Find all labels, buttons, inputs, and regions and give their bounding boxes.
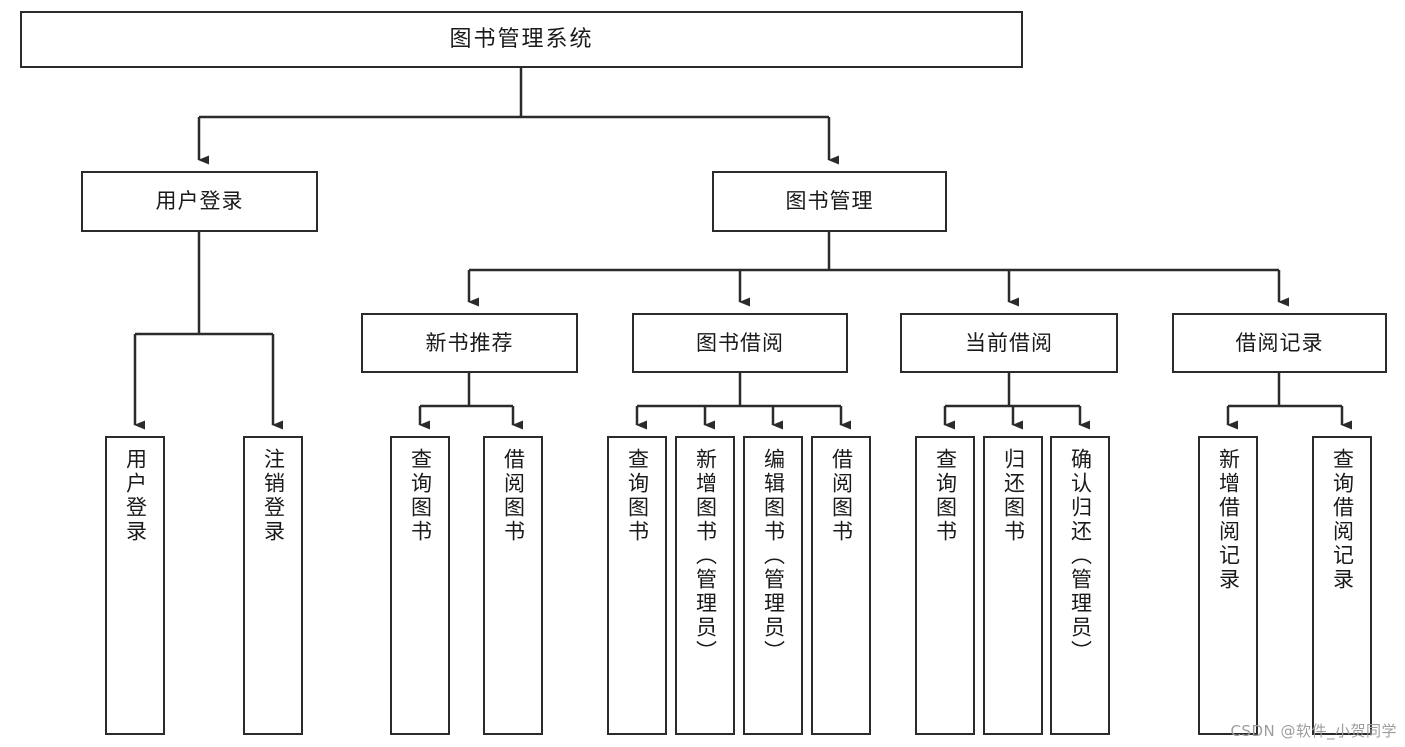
node-l3[interactable]: 查询图书 (390, 436, 450, 735)
node-n1[interactable]: 用户登录 (81, 171, 318, 232)
node-l1[interactable]: 用户登录 (105, 436, 165, 735)
node-l2[interactable]: 注销登录 (243, 436, 303, 735)
watermark-label: CSDN @软件_小贺同学 (1230, 722, 1397, 740)
node-l8[interactable]: 借阅图书 (811, 436, 871, 735)
node-label: 用户登录 (123, 448, 148, 544)
node-n2c[interactable]: 当前借阅 (900, 313, 1118, 373)
node-n2b[interactable]: 图书借阅 (632, 313, 848, 373)
node-l5[interactable]: 查询图书 (607, 436, 667, 735)
node-l4[interactable]: 借阅图书 (483, 436, 543, 735)
node-l13[interactable]: 查询借阅记录 (1312, 436, 1372, 735)
node-label: 查询借阅记录 (1330, 448, 1355, 592)
node-label: 借阅图书 (501, 448, 526, 544)
node-l12[interactable]: 新增借阅记录 (1198, 436, 1258, 735)
node-label: 归还图书 (1001, 448, 1026, 544)
node-label: 编辑图书（管理员） (761, 448, 786, 664)
node-label: 新增借阅记录 (1216, 448, 1241, 592)
node-l9[interactable]: 查询图书 (915, 436, 975, 735)
node-l7[interactable]: 编辑图书（管理员） (743, 436, 803, 735)
node-label: 借阅图书 (829, 448, 854, 544)
node-label: 新书推荐 (425, 330, 514, 355)
node-label: 借阅记录 (1235, 330, 1324, 355)
node-l10[interactable]: 归还图书 (983, 436, 1043, 735)
node-root[interactable]: 图书管理系统 (20, 11, 1023, 68)
node-l6[interactable]: 新增图书（管理员） (675, 436, 735, 735)
node-n2[interactable]: 图书管理 (712, 171, 947, 232)
node-label: 新增图书（管理员） (693, 448, 718, 664)
node-n2a[interactable]: 新书推荐 (361, 313, 578, 373)
node-label: 图书管理系统 (449, 26, 594, 52)
node-label: 查询图书 (625, 448, 650, 544)
node-label: 当前借阅 (965, 330, 1053, 355)
node-label: 图书借阅 (696, 330, 784, 355)
node-label: 查询图书 (408, 448, 433, 544)
node-label: 图书管理 (785, 189, 874, 214)
node-label: 用户登录 (155, 189, 244, 214)
node-label: 确认归还（管理员） (1068, 448, 1093, 664)
node-l11[interactable]: 确认归还（管理员） (1050, 436, 1110, 735)
node-n2d[interactable]: 借阅记录 (1172, 313, 1387, 373)
node-label: 注销登录 (261, 448, 286, 544)
node-label: 查询图书 (933, 448, 958, 544)
